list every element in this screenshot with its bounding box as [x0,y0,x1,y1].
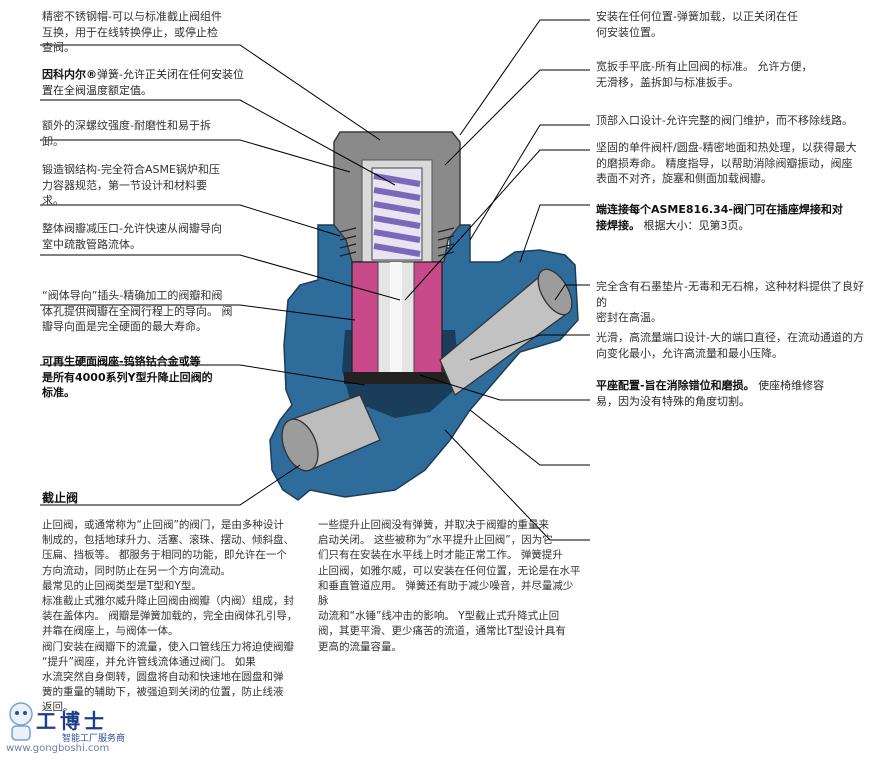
annotation-flat-seat: 平座配置-旨在消除错位和磨损。 使座椅维修容 易，因为没有特殊的角度切割。 [596,378,866,409]
section-title: 截止阀 [42,491,79,505]
annotation-body: 弹簧-允许正关闭在任何安装位 置在全阀温度额定值。 [42,68,244,97]
thread-lines [339,227,455,257]
spring [371,167,423,261]
inlet-pipe [281,394,381,472]
annotation-emphasis: 平座配置-旨在消除错位和磨损。 [596,379,755,392]
logo-tagline: 智能工厂服务商 [62,734,126,744]
annotation-body-guided: “阀体导向”插头-精确加工的阀瓣和阀 体孔提供阀瓣在全阀行程上的导向。 阀 瓣导… [42,289,233,333]
annotation-emphasis: 端连接每个ASME816.34-阀门可在插座焊接和对 接焊接。 [596,203,843,232]
annotation-deep-threads: 额外的深螺纹强度-耐磨性和易于拆 卸。 [42,119,211,148]
section-body-column-1: 止回阀，或通常称为“止回阀”的阀门，是由多种设计 制成的，包括地球升力、活塞、滚… [42,519,298,714]
annotation-emphasis: 因科内尔® [42,68,97,81]
annotation-end-connections: 端连接每个ASME816.34-阀门可在插座焊接和对 接焊接。 根据大小：见第3… [596,202,866,233]
annotation-wrench-flats: 宽扳手平底-所有止回阀的标准。 允许方便， 无滑移，盖拆卸与标准扳手。 [596,60,813,89]
annotation-graphite-gasket: 完全含有石墨垫片-无毒和无石棉，这种材料提供了良好的 密封在高温。 [596,280,864,324]
robot-mascot-icon [9,702,33,741]
annotation-high-flow-port: 光滑，高流量端口设计-大的端口直径，在流动通道的方 向变化最小，允许高流量和最小… [596,331,864,360]
logo-url: www.gongboshi.com [6,743,110,754]
annotation-top-entry: 顶部入口设计-允许完整的阀门维护，而不移除线路。 [596,114,853,127]
annotation-disc-relief: 整体阀瓣减压口-允许快速从阀瓣导向 室中疏散管路流体。 [42,222,222,251]
annotation-inconel-spring: 因科内尔®弹簧-允许正关闭在任何安装位 置在全阀温度额定值。 [42,67,262,98]
valve-disc [344,261,450,384]
annotation-suffix: 根据大小：见第3页。 [640,218,750,232]
annotation-stem-disc: 坚固的单件阀杆/圆盘-精密地面和热处理，以获得最大 的磨损寿命。 精度指导，以帮… [596,141,857,185]
annotation-hardfaced-seat: 可再生硬面阀座-钨铬钴合金或等 是所有4000系列Y型升降止回阀的 标准。 [42,355,213,399]
outlet-pipe [439,268,573,397]
annotation-stainless-cap: 精密不锈钢帽-可以与标准截止阀组件 互换，用于在线转换停止，或停止检 查阀。 [42,10,222,54]
annotation-suffix: 使座椅维修容 易，因为没有特殊的角度切割。 [596,379,825,408]
annotation-forged-steel: 锻造钢结构-完全符合ASME锅炉和压 力容器规范，第一节设计和材料要 求。 [42,163,220,207]
annotation-any-position: 安装在任何位置-弹簧加载，以正关闭在任 何安装位置。 [596,10,798,39]
section-body-column-2: 一些提升止回阀没有弹簧，并取决于阀瓣的重量来 启动关闭。 这些被称为“水平提升止… [318,519,581,653]
logo-name: 工博士 [36,709,108,733]
leader-lines [40,19,590,541]
